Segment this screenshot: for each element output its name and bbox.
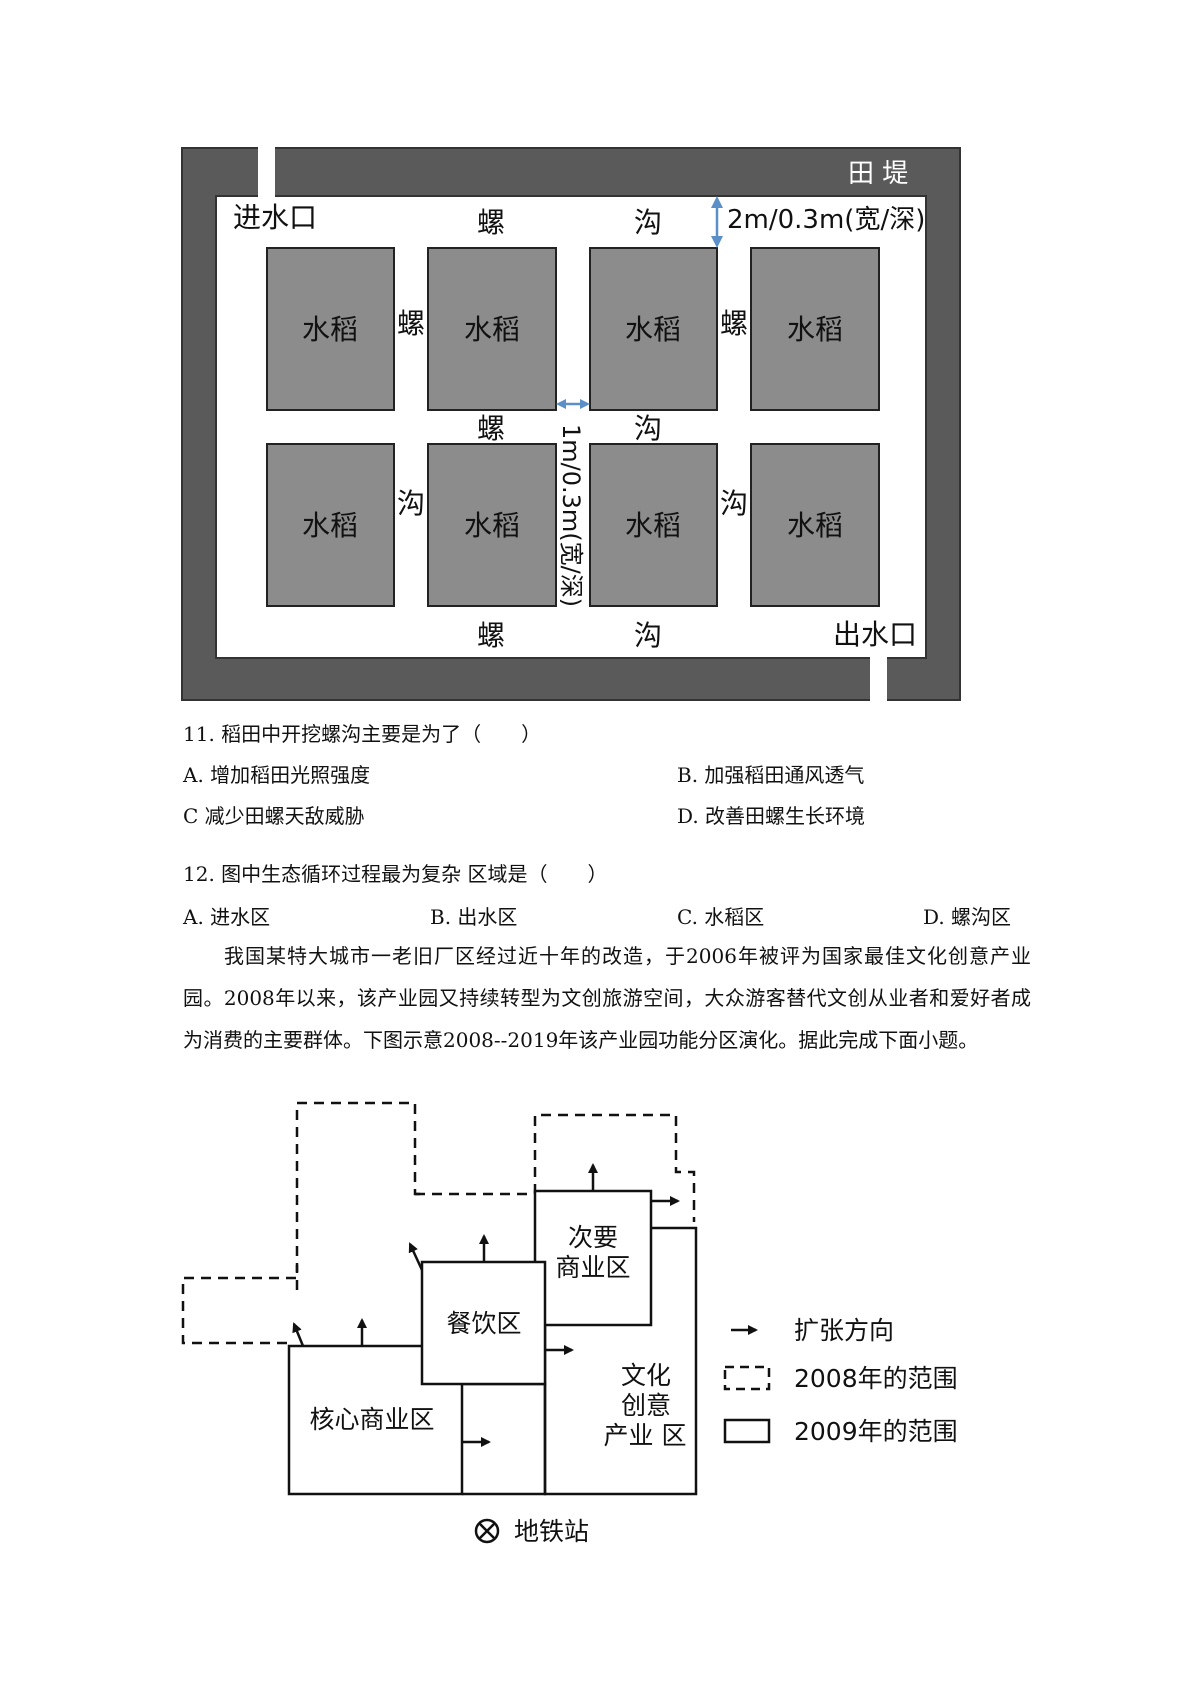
field-bank-label: 田 堤 bbox=[848, 159, 908, 189]
legend: 扩张方向 2008年的范围 2009年的范围 bbox=[723, 1316, 958, 1446]
legend-expand-label: 扩张方向 bbox=[794, 1316, 894, 1345]
ditch-label-ditch: 沟 bbox=[720, 487, 748, 520]
zone-core-label: 核心商业区 bbox=[309, 1405, 434, 1434]
arrow-head bbox=[711, 196, 723, 208]
rice-plot bbox=[589, 443, 718, 607]
legend-2008-label: 2008年的范围 bbox=[794, 1364, 958, 1393]
question-12-option-a: A. 进水区 bbox=[183, 905, 271, 929]
metro-station-label: 地铁站 bbox=[514, 1517, 589, 1546]
outer-ditch-dimension: 2m/0.3m(宽/深) bbox=[727, 205, 925, 235]
outlet-gap bbox=[870, 656, 887, 702]
metro-station-icon bbox=[474, 1518, 500, 1544]
ditch-label-snail: 螺 bbox=[720, 307, 748, 340]
zone-strip-between bbox=[462, 1382, 547, 1496]
zone-culture-label: 产业 区 bbox=[604, 1421, 687, 1450]
zone-food-label: 餐饮区 bbox=[446, 1309, 521, 1338]
arrow-head bbox=[580, 399, 590, 409]
zone-secondary-label: 商业区 bbox=[555, 1253, 630, 1282]
legend-2009-swatch bbox=[723, 1418, 771, 1444]
rice-label: 水稻 bbox=[464, 313, 520, 346]
question-11-option-b: B. 加强稻田通风透气 bbox=[677, 763, 865, 787]
rice-plot bbox=[589, 247, 718, 411]
reading-passage: 我国某特大城市一老旧厂区经过近十年的改造，于2006年被评为国家最佳文化创意产业… bbox=[183, 935, 1031, 1061]
inlet-gap bbox=[258, 146, 275, 198]
ditch-label-ditch: 沟 bbox=[397, 487, 425, 520]
question-12-option-d: D. 螺沟区 bbox=[923, 905, 1012, 929]
expansion-arrow bbox=[408, 1242, 424, 1271]
boundary-2008-west-lower bbox=[181, 1265, 299, 1345]
rice-plot bbox=[750, 247, 880, 411]
question-12-option-b: B. 出水区 bbox=[430, 905, 518, 929]
passage-text: 我国某特大城市一老旧厂区经过近十年的改造，于2006年被评为国家最佳文化创意产业… bbox=[183, 944, 1031, 1052]
question-11-option-a: A. 增加稻田光照强度 bbox=[183, 763, 371, 787]
question-11-stem: 11. 稻田中开挖螺沟主要是为了（ ） bbox=[183, 722, 542, 746]
rice-label: 水稻 bbox=[787, 313, 843, 346]
arrow-head bbox=[711, 236, 723, 248]
ditch-label-ditch: 沟 bbox=[634, 206, 662, 239]
rice-label: 水稻 bbox=[464, 509, 520, 542]
arrow-head bbox=[556, 399, 566, 409]
park-zoning-diagram: 餐饮区 次要 商业区 核心商业区 文化 创意 产业 区 地铁站 扩张方向 200… bbox=[181, 1101, 958, 1546]
rice-plot bbox=[266, 247, 395, 411]
rice-label: 水稻 bbox=[625, 509, 681, 542]
question-12-option-c: C. 水稻区 bbox=[677, 905, 765, 929]
inner-ditch-dimension: 1m/0.3m(宽/深) bbox=[557, 424, 585, 607]
ditch-label-ditch: 沟 bbox=[634, 619, 662, 652]
ditch-label-snail: 螺 bbox=[477, 206, 505, 239]
rice-field-diagram: 水稻 水稻 水稻 水稻 水稻 水稻 水稻 水稻 田 堤 进水口 出水口 螺 沟 … bbox=[181, 146, 961, 702]
rice-label: 水稻 bbox=[787, 509, 843, 542]
legend-2008-swatch bbox=[723, 1365, 771, 1391]
rice-plot bbox=[266, 443, 395, 607]
question-11-option-c: C 减少田螺天敌威胁 bbox=[183, 804, 365, 828]
outlet-label: 出水口 bbox=[833, 618, 917, 651]
ditch-label-snail: 螺 bbox=[477, 619, 505, 652]
zone-secondary-commercial bbox=[533, 1189, 653, 1327]
zone-culture-label: 创意 bbox=[621, 1391, 671, 1420]
inlet-label: 进水口 bbox=[233, 201, 317, 234]
boundary-2008-west bbox=[295, 1101, 422, 1290]
zone-culture-label: 文化 bbox=[621, 1361, 671, 1390]
rice-plot bbox=[427, 247, 557, 411]
rice-plot bbox=[750, 443, 880, 607]
rice-label: 水稻 bbox=[302, 313, 358, 346]
ditch-label-snail: 螺 bbox=[397, 307, 425, 340]
rice-label: 水稻 bbox=[625, 313, 681, 346]
question-12-stem: 12. 图中生态循环过程最为复杂 区域是（ ） bbox=[183, 862, 608, 886]
rice-plot bbox=[427, 443, 557, 607]
rice-label: 水稻 bbox=[302, 509, 358, 542]
question-11-option-d: D. 改善田螺生长环境 bbox=[677, 804, 866, 828]
legend-2009-label: 2009年的范围 bbox=[794, 1417, 958, 1446]
ditch-label-snail: 螺 bbox=[477, 412, 505, 445]
zone-secondary-label: 次要 bbox=[568, 1223, 618, 1252]
ditch-label-ditch: 沟 bbox=[634, 412, 662, 445]
expansion-arrow bbox=[292, 1322, 305, 1347]
